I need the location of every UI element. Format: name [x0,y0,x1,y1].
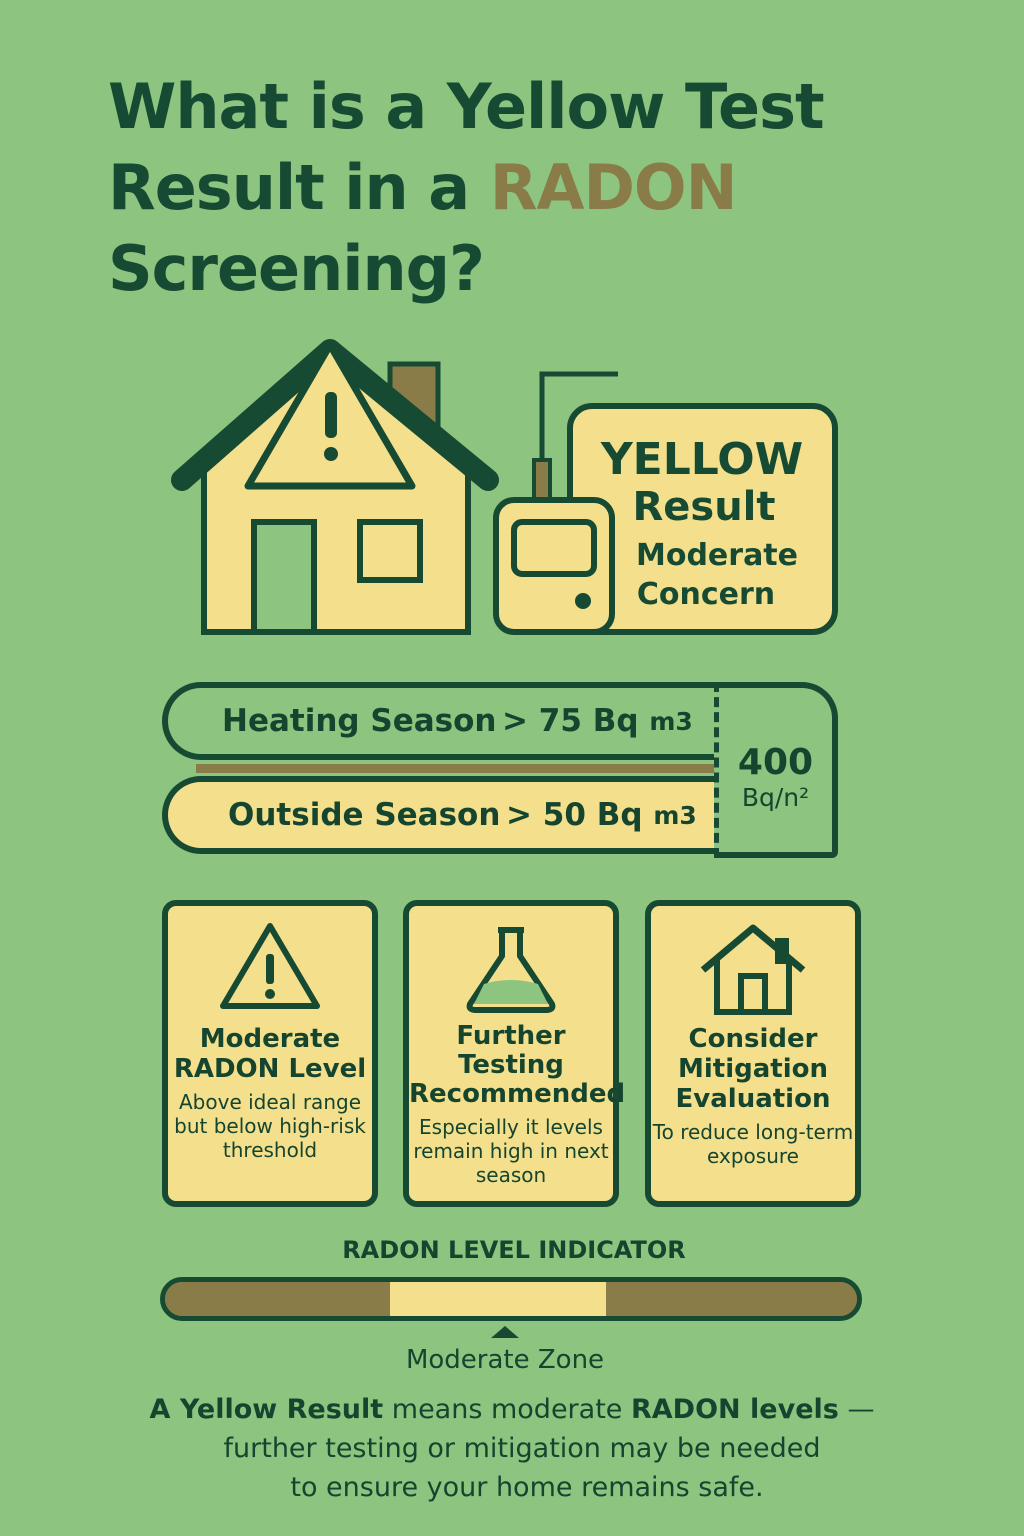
card-description: Especially it levels remain high in next… [413,1115,609,1187]
indicator-title: RADON LEVEL INDICATOR [342,1236,686,1264]
heating-season-bar: Heating Season > 75 Bq m3 [162,682,722,760]
radon-detector-icon [493,371,838,635]
indicator-high-zone [605,1282,857,1316]
season-value: > 50 Bq [506,797,643,833]
season-separator [196,764,714,773]
card-description: To reduce long-term exposure [652,1120,854,1168]
page-title: What is a Yellow Test Result in a RADON … [108,66,825,309]
footer-line-3: to ensure your home remains safe. [290,1472,764,1503]
title-line-1: What is a Yellow Test [108,70,825,143]
season-label: Heating Season [222,703,497,739]
card-description: Above ideal range but below high-risk th… [174,1090,366,1162]
indicator-low-zone [165,1282,390,1316]
season-unit: m3 [653,800,697,830]
house-illustration: YELLOW Result Moderate Concern [171,339,838,635]
footer-text-2: — [838,1394,875,1425]
card-mitigation: Consider Mitigation Evaluation To reduce… [645,900,861,1207]
season-value: > 75 Bq [502,703,639,739]
outside-season-bar: Outside Season > 50 Bq m3 [162,776,722,854]
indicator-moderate-zone [389,1282,606,1316]
radon-level-indicator [160,1277,862,1321]
result-moderate: Moderate [636,538,798,573]
title-line-2-text: Result in a [108,151,490,224]
result-yellow: YELLOW [600,434,803,485]
result-box: YELLOW Result Moderate Concern [600,434,803,612]
card-moderate-level: Moderate RADON Level Above ideal range b… [162,900,378,1207]
result-concern: Concern [637,577,775,612]
footer-bold-1: A Yellow Result [149,1394,384,1425]
card-title: Further Testing Recommended [409,1021,626,1109]
zone-pointer-icon [491,1326,519,1338]
title-accent-radon: RADON [489,151,738,224]
result-label: Result [632,484,775,530]
card-further-testing: Further Testing Recommended Especially i… [403,900,626,1207]
footer-bold-2: RADON levels [631,1394,839,1425]
card-title: Consider Mitigation Evaluation [675,1024,831,1114]
total-value: 400 [737,742,814,783]
title-line-2: Result in a RADON [108,147,824,228]
house-warning-icon [171,339,499,635]
flask-icon [466,927,556,1013]
footer-summary: A Yellow Result means moderate RADON lev… [0,1390,1024,1507]
total-value-box: 400 Bq/n² [714,682,838,858]
warning-triangle-icon [220,923,320,1009]
zone-label: Moderate Zone [405,1345,605,1375]
footer-line-1: A Yellow Result means moderate RADON lev… [0,1390,1024,1429]
house-icon [700,924,806,1015]
footer-text-1: means moderate [383,1394,631,1425]
title-line-3: Screening? [108,232,485,305]
season-unit: m3 [649,706,693,736]
card-title: Moderate RADON Level [173,1024,367,1084]
footer-line-2: further testing or mitigation may be nee… [223,1433,821,1464]
season-label: Outside Season [228,797,501,833]
total-unit: Bq/n² [741,783,810,812]
